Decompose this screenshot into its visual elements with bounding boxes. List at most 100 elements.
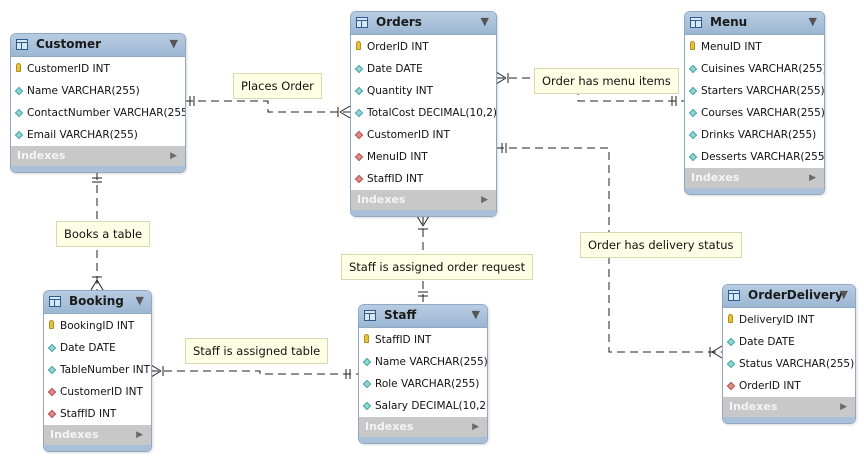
entity-orderdelivery[interactable]: OrderDelivery ▼ DeliveryID INT Date DATE… — [722, 284, 856, 424]
field-label: StaffID INT — [60, 408, 117, 420]
column-diamond-icon — [362, 357, 372, 367]
field-row[interactable]: OrderID INT — [723, 375, 855, 397]
field-row[interactable]: Salary DECIMAL(10,2) — [359, 395, 487, 417]
field-row[interactable]: TotalCost DECIMAL(10,2) — [351, 102, 496, 124]
foreign-key-diamond-icon — [354, 130, 364, 140]
primary-key-icon — [16, 63, 21, 72]
field-row[interactable]: Drinks VARCHAR(255) — [685, 124, 824, 146]
column-diamond-icon — [688, 130, 698, 140]
foreign-key-diamond-icon — [47, 409, 57, 419]
field-row[interactable]: Quantity INT — [351, 80, 496, 102]
entity-customer[interactable]: Customer ▼ CustomerID INT Name VARCHAR(2… — [10, 33, 186, 173]
collapse-arrow-icon[interactable]: ▼ — [480, 15, 489, 28]
indexes-section[interactable]: Indexes▶ — [11, 146, 185, 166]
field-row[interactable]: StaffID INT — [351, 168, 496, 190]
entity-header[interactable]: Menu ▼ — [685, 12, 824, 35]
relationship-label-staff-assigned-table[interactable]: Staff is assigned table — [185, 338, 329, 364]
field-row[interactable]: CustomerID INT — [351, 124, 496, 146]
field-row[interactable]: Cuisines VARCHAR(255) — [685, 58, 824, 80]
column-diamond-icon — [688, 64, 698, 74]
field-row[interactable]: Date DATE — [723, 331, 855, 353]
expand-arrow-icon[interactable]: ▶ — [809, 173, 816, 183]
mark-menu-one-orders — [671, 96, 677, 106]
indexes-section[interactable]: Indexes▶ — [723, 397, 855, 417]
field-row[interactable]: StaffID INT — [359, 329, 487, 351]
field-row[interactable]: Role VARCHAR(255) — [359, 373, 487, 395]
expand-arrow-icon[interactable]: ▶ — [472, 422, 479, 432]
foreign-key-diamond-icon — [354, 152, 364, 162]
field-label: Date DATE — [367, 63, 423, 75]
expand-arrow-icon[interactable]: ▶ — [840, 402, 847, 412]
relationship-label-order-has-delivery-status[interactable]: Order has delivery status — [580, 232, 742, 258]
collapse-arrow-icon[interactable]: ▼ — [839, 288, 848, 301]
indexes-section[interactable]: Indexes▶ — [351, 190, 496, 210]
field-row[interactable]: CustomerID INT — [11, 58, 185, 80]
expand-arrow-icon[interactable]: ▶ — [170, 151, 177, 161]
relationship-label-places-order[interactable]: Places Order — [233, 73, 322, 99]
field-label: Name VARCHAR(255) — [375, 356, 488, 368]
field-label: Email VARCHAR(255) — [27, 129, 138, 141]
field-row[interactable]: DeliveryID INT — [723, 309, 855, 331]
entity-menu[interactable]: Menu ▼ MenuID INT Cuisines VARCHAR(255) … — [684, 11, 825, 195]
mark-staff-one-booking — [345, 369, 351, 379]
column-diamond-icon — [688, 108, 698, 118]
entity-booking[interactable]: Booking ▼ BookingID INT Date DATE TableN… — [43, 290, 152, 452]
column-diamond-icon — [354, 86, 364, 96]
entity-footer — [351, 210, 496, 216]
table-icon — [364, 310, 376, 321]
entity-staff[interactable]: Staff ▼ StaffID INT Name VARCHAR(255) Ro… — [358, 304, 488, 444]
entity-title: Booking — [69, 294, 124, 308]
field-label: CustomerID INT — [27, 63, 110, 75]
field-row[interactable]: Date DATE — [44, 337, 151, 359]
relationship-label-staff-assigned-order[interactable]: Staff is assigned order request — [341, 254, 534, 280]
field-label: CustomerID INT — [60, 386, 143, 398]
column-diamond-icon — [354, 64, 364, 74]
field-row[interactable]: StaffID INT — [44, 403, 151, 425]
field-row[interactable]: BookingID INT — [44, 315, 151, 337]
entity-header[interactable]: Customer ▼ — [11, 34, 185, 57]
indexes-section[interactable]: Indexes▶ — [359, 417, 487, 437]
field-row[interactable]: Desserts VARCHAR(255) — [685, 146, 824, 168]
indexes-section[interactable]: Indexes▶ — [44, 425, 151, 445]
field-label: Starters VARCHAR(255) — [701, 85, 825, 97]
entity-header[interactable]: Staff ▼ — [359, 305, 487, 328]
mark-customer-one-booking — [92, 177, 102, 183]
field-row[interactable]: Name VARCHAR(255) — [359, 351, 487, 373]
field-row[interactable]: MenuID INT — [351, 146, 496, 168]
field-row[interactable]: Email VARCHAR(255) — [11, 124, 185, 146]
column-diamond-icon — [14, 130, 24, 140]
table-icon — [49, 296, 61, 307]
entity-orders[interactable]: Orders ▼ OrderID INT Date DATE Quantity … — [350, 11, 497, 217]
field-row[interactable]: CustomerID INT — [44, 381, 151, 403]
expand-arrow-icon[interactable]: ▶ — [136, 430, 143, 440]
field-label: Status VARCHAR(255) — [739, 358, 855, 370]
entity-footer — [11, 166, 185, 172]
field-row[interactable]: ContactNumber VARCHAR(255) — [11, 102, 185, 124]
field-label: MenuID INT — [367, 151, 428, 163]
entity-title: Orders — [376, 15, 422, 29]
relationship-label-order-has-menu-items[interactable]: Order has menu items — [534, 68, 679, 94]
field-row[interactable]: Name VARCHAR(255) — [11, 80, 185, 102]
field-row[interactable]: MenuID INT — [685, 36, 824, 58]
primary-key-icon — [356, 41, 361, 50]
entity-header[interactable]: OrderDelivery ▼ — [723, 285, 855, 308]
column-diamond-icon — [688, 152, 698, 162]
mark-booking-many — [90, 276, 104, 291]
collapse-arrow-icon[interactable]: ▼ — [471, 308, 480, 321]
field-row[interactable]: Date DATE — [351, 58, 496, 80]
collapse-arrow-icon[interactable]: ▼ — [135, 294, 144, 307]
field-row[interactable]: Courses VARCHAR(255) — [685, 102, 824, 124]
collapse-arrow-icon[interactable]: ▼ — [808, 15, 817, 28]
table-icon — [356, 17, 368, 28]
field-row[interactable]: Status VARCHAR(255) — [723, 353, 855, 375]
relationship-label-books-a-table[interactable]: Books a table — [56, 221, 151, 247]
expand-arrow-icon[interactable]: ▶ — [481, 195, 488, 205]
collapse-arrow-icon[interactable]: ▼ — [169, 37, 178, 50]
field-row[interactable]: Starters VARCHAR(255) — [685, 80, 824, 102]
field-row[interactable]: TableNumber INT — [44, 359, 151, 381]
field-row[interactable]: OrderID INT — [351, 36, 496, 58]
entity-header[interactable]: Orders ▼ — [351, 12, 496, 35]
indexes-section[interactable]: Indexes▶ — [685, 168, 824, 188]
field-label: TotalCost DECIMAL(10,2) — [367, 107, 497, 119]
entity-header[interactable]: Booking ▼ — [44, 291, 151, 314]
